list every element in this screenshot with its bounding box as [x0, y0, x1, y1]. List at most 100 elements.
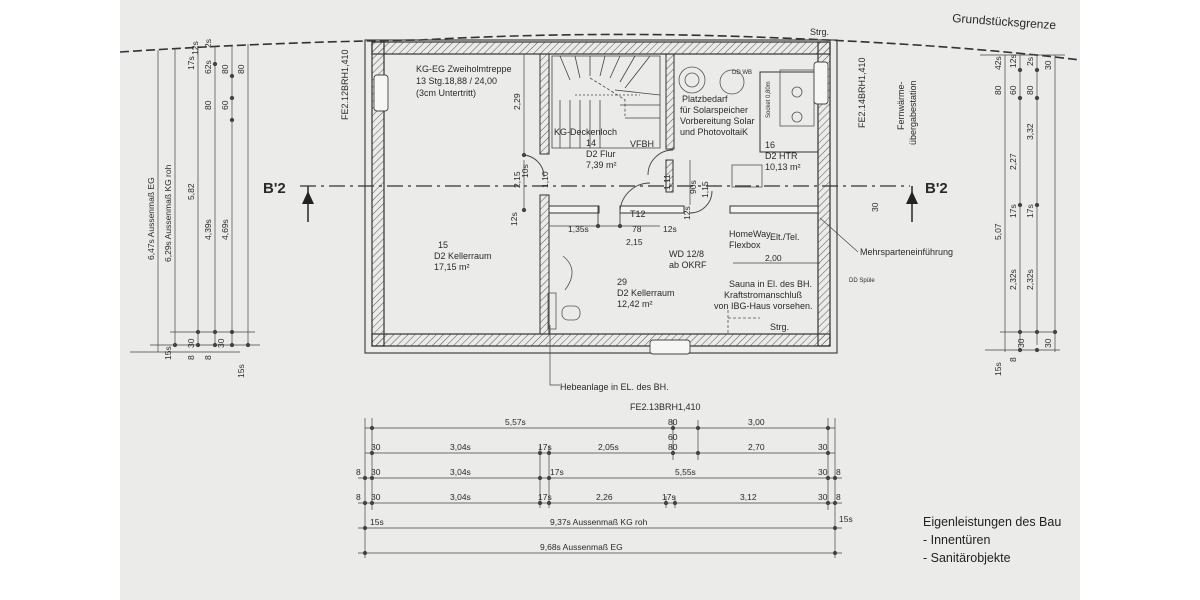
- left-top-80c: 80: [236, 64, 246, 74]
- bottom-r2-f: 2,70: [748, 442, 765, 452]
- keller29-area: 12,42 m²: [617, 299, 653, 309]
- wall-bottom: [371, 333, 831, 347]
- right-bottom-15: 15s: [993, 362, 1003, 376]
- section-label-right: B'2: [925, 180, 948, 197]
- bottom-r2-g: 30: [818, 442, 828, 452]
- own-work-item-sanitary: - Sanitärobjekte: [923, 551, 1011, 565]
- windows: [373, 61, 829, 355]
- flur-area: 7,39 m²: [586, 160, 617, 170]
- section-marker-right: [906, 186, 918, 222]
- stair-line2: 13 Stg.18,88 / 24,00: [416, 76, 497, 86]
- bottom-r2-a: 30: [371, 442, 381, 452]
- right-dim-17b: 17s: [1025, 204, 1035, 218]
- right-dim-332: 3,32: [1025, 123, 1035, 140]
- vfbh-label: VFBH: [630, 139, 654, 149]
- bottom-r4-c: 3,04s: [450, 492, 471, 502]
- keller15-number: 15: [438, 240, 448, 250]
- platz-line3: Vorbereitung Solar: [680, 116, 755, 126]
- flur-number: 14: [586, 138, 596, 148]
- mehrsparten-label: Mehrsparteneinführung: [860, 247, 953, 257]
- bottom-r4-i: 8: [836, 492, 841, 502]
- own-work-item-doors: - Innentüren: [923, 533, 991, 547]
- left-top-12: 12s: [190, 41, 200, 55]
- inner-dim-30: 30: [870, 202, 880, 212]
- dd-wb-label: DD WB: [732, 70, 752, 76]
- fernwaerme-line1: Fernwärme-: [896, 81, 906, 130]
- wall-right: [817, 41, 831, 347]
- homeway-line1: HomeWay: [729, 229, 771, 239]
- bottom-r4-g: 3,12: [740, 492, 757, 502]
- inner-dim-90: 90s: [688, 180, 698, 194]
- inner-dim-215b: 2,15: [626, 237, 643, 247]
- wd-line2: ab OKRF: [669, 260, 707, 270]
- inner-dim-135: 1,35s: [568, 224, 589, 234]
- left-dim-582: 5,82: [186, 183, 196, 200]
- right-dim-227: 2,27: [1008, 153, 1018, 170]
- bottom-dimension-chains: [358, 418, 842, 558]
- left-top-60: 60: [220, 100, 230, 110]
- sauna-line2: Kraftstromanschluß: [724, 290, 803, 300]
- staircase: [551, 55, 661, 149]
- homeway-line2: Flexbox: [729, 240, 761, 250]
- left-top-80a: 80: [220, 64, 230, 74]
- right-bottom-30a: 30: [1016, 338, 1026, 348]
- right-bottom-8: 8: [1008, 357, 1018, 362]
- right-top-80b: 80: [1025, 85, 1035, 95]
- right-top-12: 12s: [1008, 54, 1018, 68]
- left-bottom-15: 15s: [163, 346, 173, 360]
- dd-spuele-label: DD Spüle: [849, 278, 875, 284]
- bottom-r4-b: 30: [371, 492, 381, 502]
- socket-label: Socket 0,80m: [766, 81, 772, 118]
- window-right-label: FE2.14BRH1,410: [857, 57, 867, 128]
- bottom-r4-h: 30: [818, 492, 828, 502]
- right-dim-507: 5,07: [993, 223, 1003, 240]
- left-bottom-8a: 8: [186, 355, 196, 360]
- inner-dim-115: 1,15: [700, 181, 710, 198]
- bottom-r4-d: 17s: [538, 492, 552, 502]
- right-dimension-chains: [980, 54, 1065, 353]
- stair-line3: (3cm Untertritt): [416, 88, 476, 98]
- keller29-name: D2 Kellerraum: [617, 288, 675, 298]
- inner-dim-200: 2,00: [765, 253, 782, 263]
- wd-line1: WD 12/8: [669, 249, 704, 259]
- wall-left: [371, 41, 385, 347]
- inner-dim-12b: 12s: [682, 206, 692, 220]
- inner-dim-12s: 12s: [509, 212, 519, 226]
- door-label: T12: [630, 209, 646, 219]
- bottom-r1-b: 80: [668, 417, 678, 427]
- exterior-walls: [364, 39, 838, 354]
- bottom-r4-f: 17s: [662, 492, 676, 502]
- left-bottom-30b: 30: [216, 338, 226, 348]
- property-boundary-label: Grundstücksgrenze: [952, 11, 1057, 32]
- inner-dim-110: 1,10: [540, 171, 550, 188]
- bottom-r6-a: 9,68s Aussenmaß EG: [540, 542, 623, 552]
- wall-top: [371, 41, 831, 55]
- right-top-60: 60: [1008, 85, 1018, 95]
- right-bottom-30b: 30: [1043, 338, 1053, 348]
- bottom-r1-d: 60: [668, 432, 678, 442]
- left-bottom-30a: 30: [186, 338, 196, 348]
- property-boundary-line: [120, 33, 1080, 61]
- floor-plan: Grundstücksgrenze: [120, 11, 1080, 558]
- elt-label: Elt./Tel.: [770, 232, 800, 242]
- fernwaerme-line2: übergabestation: [908, 80, 918, 145]
- left-dim-eg: 6,47s Aussenmaß EG: [146, 177, 156, 260]
- inner-dim-215: 2,15: [512, 171, 522, 188]
- keller15-area: 17,15 m²: [434, 262, 470, 272]
- bottom-r5-a: 15s: [370, 517, 384, 527]
- sauna-line3: von IBG-Haus vorsehen.: [714, 301, 813, 311]
- window-bottom-label: FE2.13BRH1,410: [630, 402, 701, 412]
- strg-top-label: Strg.: [810, 27, 829, 37]
- htr-area: 10,13 m²: [765, 162, 801, 172]
- platz-line2: für Solarspeicher: [680, 105, 748, 115]
- bottom-r1-a: 5,57s: [505, 417, 526, 427]
- bottom-r3-d: 17s: [550, 467, 564, 477]
- left-dim-439: 4,39s: [203, 219, 213, 240]
- right-dim-232b: 2,32s: [1025, 269, 1035, 290]
- paper-sheet: Grundstücksgrenze: [120, 0, 1080, 600]
- flur-name: D2 Flur: [586, 149, 616, 159]
- bottom-r2-c: 17s: [538, 442, 552, 452]
- strg-bottom-label: Strg.: [770, 322, 789, 332]
- htr-number: 16: [765, 140, 775, 150]
- window-left-label: FE2.12BRH1,410: [340, 49, 350, 120]
